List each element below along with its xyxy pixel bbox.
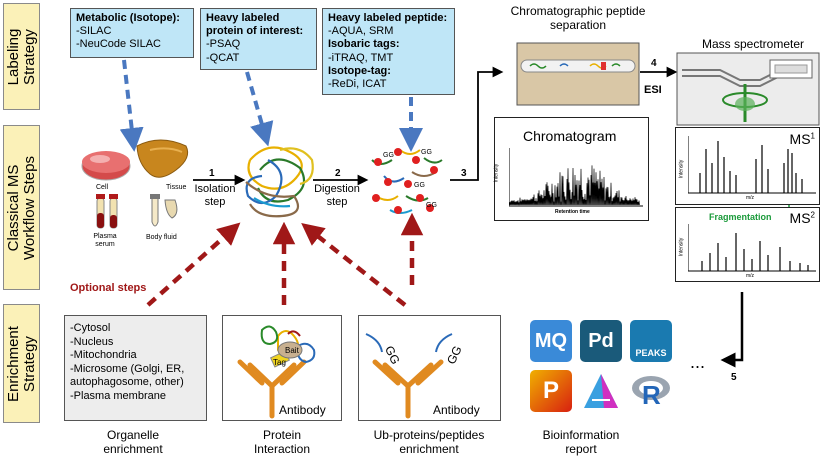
peaks-app-icon: PEAKS <box>630 320 672 362</box>
band-enrichment: Enrichment Strategy <box>3 304 40 423</box>
peptide-item: -AQUA, SRM <box>328 25 394 38</box>
mass-spec-title: Mass spectrometer <box>701 37 805 51</box>
fluid-tube-icon <box>150 194 178 227</box>
band-workflow: Classical MS Workflow Steps <box>3 125 40 290</box>
ub-enrichment-label: Ub-proteins/peptides enrichment <box>373 428 485 456</box>
ms1-ylabel: Intensity <box>678 159 685 179</box>
ms2-plot <box>688 224 816 272</box>
label-cell: Cell <box>96 184 109 191</box>
organelle-item: -Plasma membrane <box>70 389 166 402</box>
optional-steps-label: Optional steps <box>70 282 147 294</box>
step-1-label: Isolation step <box>194 183 236 208</box>
ms1-title: MS1 <box>789 131 815 147</box>
isotope-title: Isotope-tag: <box>328 64 391 77</box>
antibody-label: Antibody <box>279 403 326 417</box>
labeling-box-protein: Heavy labeled protein of interest: -PSAQ… <box>200 8 317 70</box>
maxquant-app-icon: MQ <box>530 320 572 362</box>
lc-column-icon <box>516 42 640 106</box>
ub-enrichment-box: GG GG Antibody <box>358 315 501 421</box>
gg-tag: GG <box>444 343 465 367</box>
protein-interaction-box: Tag Bait Antibody <box>222 315 342 421</box>
gg-tag: GG <box>382 343 403 367</box>
peptide-item: -iTRAQ, TMT <box>328 51 394 64</box>
ms2-title: MS2 <box>789 210 815 226</box>
label-plasma: Plasma serum <box>93 233 117 248</box>
liver-icon <box>136 139 189 178</box>
labeling-box-metabolic: Metabolic (Isotope): -SILAC -NeuCode SIL… <box>70 8 194 58</box>
ubiquitin-dots <box>372 148 438 214</box>
ms2-panel: Fragmentation MS2 Intensity m/z <box>675 207 820 282</box>
blue-arrows <box>119 59 423 152</box>
step-arrows <box>193 66 744 368</box>
protein-tangle-icon <box>245 146 314 218</box>
chromatogram-title: Chromatogram <box>523 128 617 144</box>
organelle-item: -Nucleus <box>70 335 114 348</box>
step-2-number: 2 <box>335 168 341 179</box>
bait-label: Bait <box>285 346 299 355</box>
chromatography-title: Chromatographic peptide separation <box>510 4 646 32</box>
antibody-icon-ub <box>372 359 444 419</box>
peptide-title: Heavy labeled peptide: <box>328 12 448 24</box>
gg-tag: GG <box>383 152 394 159</box>
protein-interaction-label: Protein Interaction <box>253 428 311 456</box>
antibody-label: Antibody <box>433 403 480 417</box>
fragmentation-label: Fragmentation <box>709 212 772 222</box>
antibody-icon <box>237 359 307 419</box>
organelle-box: -Cytosol -Nucleus -Mitochondria -Microso… <box>64 315 207 421</box>
protein-item: -QCAT <box>206 51 240 64</box>
step-1-number: 1 <box>209 168 215 179</box>
label-fluid: Body fluid <box>146 234 177 241</box>
organelle-item: -Cytosol <box>70 322 111 334</box>
step-3-number: 3 <box>461 168 467 179</box>
organelle-item: -Microsome (Golgi, ER, autophagosome, ot… <box>70 362 185 389</box>
step-2-label: Digestion step <box>314 183 360 208</box>
isobaric-title: Isobaric tags: <box>328 38 400 51</box>
blood-tubes-icon <box>96 194 118 229</box>
gg-tag: GG <box>426 202 437 209</box>
ms2-ylabel: Intensity <box>678 237 685 257</box>
metabolic-item: -SILAC <box>76 25 112 38</box>
labeling-box-peptide: Heavy labeled peptide: -AQUA, SRM Isobar… <box>322 8 455 95</box>
ms1-panel: MS1 Intensity m/z <box>675 127 820 205</box>
metabolic-item: -NeuCode SILAC <box>76 38 161 51</box>
ub-chains <box>365 333 453 353</box>
r-app-icon: R <box>630 370 672 412</box>
red-arrows <box>146 212 424 307</box>
metabolic-title: Metabolic (Isotope): <box>76 12 180 24</box>
band-labeling: Labeling Strategy <box>3 3 40 110</box>
ms2-xlabel: m/z <box>746 273 755 279</box>
organelle-item: -Mitochondria <box>70 349 137 361</box>
ms1-plot <box>688 136 816 194</box>
bioinformation-label: Bioinformation report <box>542 428 620 456</box>
protein-title: Heavy labeled protein of interest: <box>206 12 304 38</box>
perseus-app-icon: P <box>530 370 572 412</box>
ms1-xlabel: m/z <box>746 195 755 201</box>
chromatogram-ylabel: Intensity <box>493 163 500 183</box>
step-4-label: ESI <box>644 84 662 96</box>
gg-tag: GG <box>421 149 432 156</box>
tag-label: Tag <box>273 358 286 367</box>
mass-spectrometer-icon <box>676 52 820 126</box>
chromatogram-xlabel: Retention time <box>555 209 590 215</box>
label-tissue: Tissue <box>166 184 187 191</box>
organelle-enrichment-label: Organelle enrichment <box>103 428 163 456</box>
step-5-number: 5 <box>731 372 737 383</box>
chromatogram-plot <box>509 148 643 207</box>
peptide-item: -ReDi, ICAT <box>328 78 387 91</box>
chromatogram-panel: Chromatogram Intensity Retention time <box>493 117 649 221</box>
gg-tag: GG <box>414 182 425 189</box>
protein-item: -PSAQ <box>206 38 241 51</box>
proteome-discoverer-app-icon: Pd <box>580 320 622 362</box>
skyline-app-icon <box>580 370 622 412</box>
step-4-number: 4 <box>651 58 657 69</box>
ellipsis: ... <box>690 352 706 372</box>
petri-dish-icon <box>81 151 131 181</box>
